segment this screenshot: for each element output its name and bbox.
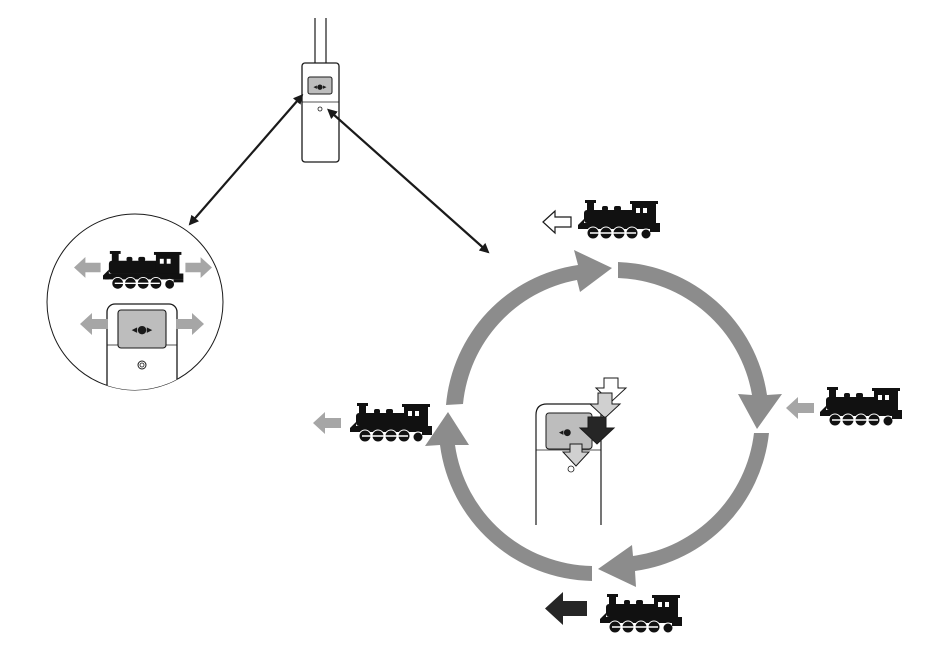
steam-locomotive-icon — [578, 200, 660, 239]
state-right — [786, 387, 902, 426]
arrow-left-icon — [313, 412, 341, 434]
arrow-left-icon — [545, 592, 587, 625]
svg-text:◂●▸: ◂●▸ — [313, 83, 327, 91]
arrow-left-icon — [543, 211, 571, 233]
direction-button-icon: ◂●▸ — [132, 323, 153, 336]
link-arrow-zoom — [190, 100, 298, 224]
center-handset: ◂● — [536, 378, 626, 525]
steam-locomotive-icon — [600, 594, 682, 633]
svg-text:◂●: ◂● — [559, 428, 572, 438]
steam-locomotive-icon — [820, 387, 902, 426]
steam-locomotive-icon — [350, 403, 432, 442]
state-left — [313, 403, 432, 442]
arrow-left-icon — [786, 397, 814, 419]
remote-handset-icon: ◂●▸ — [302, 18, 339, 162]
state-bottom — [545, 592, 682, 633]
state-top — [543, 200, 660, 239]
zoom-detail: ◂●▸ — [47, 214, 223, 424]
link-arrow-cycle — [333, 114, 488, 252]
